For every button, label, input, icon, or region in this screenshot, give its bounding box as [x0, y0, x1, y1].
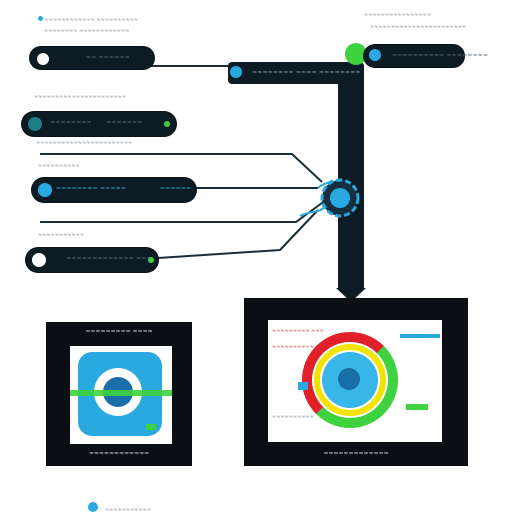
panel-annotation-left-2: ≈≈≈≈≈≈≈≈≈≈	[272, 344, 314, 350]
ring-icon	[32, 253, 46, 267]
pill-node-5[interactable]: ≈≈≈≈≈≈≈≈ ≈≈≈≈≈ ≈≈≈≈≈≈	[32, 178, 196, 202]
pill-label: ≈≈≈≈≈≈≈≈ ≈≈≈≈≈	[56, 185, 127, 192]
footer-label: ≈≈≈≈≈≈≈≈≈≈≈	[105, 507, 152, 513]
blue-band-left	[298, 382, 308, 390]
teal-circle-icon	[28, 117, 42, 131]
tag-icon	[146, 424, 156, 430]
annotation-8: ≈≈≈≈≈≈≈≈≈≈≈	[38, 232, 85, 238]
footer-legend: ≈≈≈≈≈≈≈≈≈≈≈	[88, 496, 152, 515]
status-dot-icon	[148, 257, 154, 263]
annotation-4: ≈≈≈≈≈≈≈≈≈≈≈≈≈≈≈≈≈≈≈≈≈≈≈	[370, 24, 467, 30]
green-band	[70, 390, 172, 396]
left-panel-image	[70, 346, 172, 444]
pill-label: ≈≈≈≈≈≈≈≈≈≈ ≈≈≈≈≈≈≈≈	[392, 52, 489, 59]
hub-wire-1	[299, 205, 327, 217]
left-panel-caption: ≈≈≈≈≈≈≈≈≈≈≈≈	[88, 450, 150, 457]
red-ring-segment	[302, 332, 398, 428]
pill-label: ≈≈≈≈≈≈≈≈	[50, 119, 92, 126]
pill-node-2[interactable]: ≈≈≈≈≈≈≈≈ ≈≈≈≈ ≈≈≈≈≈≈≈≈	[222, 62, 361, 84]
pill-label: ≈≈≈≈≈≈≈≈ ≈≈≈≈ ≈≈≈≈≈≈≈≈	[252, 69, 361, 76]
green-tag	[406, 404, 428, 410]
bullet-icon	[38, 16, 43, 21]
annotation-6: ≈≈≈≈≈≈≈≈≈≈≈≈≈≈≈≈≈≈≈≈≈≈≈	[36, 140, 133, 146]
status-dot-icon	[164, 121, 170, 127]
panel-annotation-left: ≈≈≈≈≈≈≈≈≈ ≈≈≈	[272, 328, 324, 334]
left-panel-title: ≈≈≈≈≈≈≈≈≈ ≈≈≈≈	[85, 328, 153, 335]
annotation-2: ≈≈≈≈≈≈≈≈ ≈≈≈≈≈≈≈≈≈≈≈≈	[44, 28, 130, 34]
yellow-ring	[314, 344, 386, 416]
annotation-1: ≈≈≈≈≈≈≈≈≈≈≈≈ ≈≈≈≈≈≈≈≈≈≈	[38, 16, 138, 24]
blue-band-right	[400, 334, 440, 338]
line-b	[40, 199, 327, 223]
left-panel: ≈≈≈≈≈≈≈≈≈ ≈≈≈≈ ≈≈≈≈≈≈≈≈≈≈≈≈	[46, 322, 192, 466]
annotation-3: ≈≈≈≈≈≈≈≈≈≈≈≈≈≈≈≈	[364, 12, 432, 18]
hexagon-icon	[230, 66, 242, 78]
globe-core-icon	[338, 368, 360, 390]
ring-icon	[36, 52, 50, 66]
pill-node-6[interactable]: ≈≈≈≈≈≈≈≈≈≈≈≈≈ ≈≈≈	[26, 248, 158, 272]
pill-label-2: ≈≈≈≈≈≈	[160, 185, 192, 192]
pill-node-4[interactable]: ≈≈≈≈≈≈≈≈ ≈≈≈≈≈≈≈	[22, 112, 176, 136]
right-panel: ≈≈≈≈≈≈≈≈≈ ≈≈≈ ≈≈≈≈≈≈≈≈≈≈ ≈≈≈≈≈≈≈≈≈≈ ≈≈≈≈…	[244, 298, 468, 466]
blue-circle-icon	[38, 183, 52, 197]
right-panel-caption: ≈≈≈≈≈≈≈≈≈≈≈≈≈	[323, 450, 389, 457]
pill-node-1[interactable]: ≈≈ ≈≈≈≈≈≈	[30, 47, 154, 69]
pill-label: ≈≈ ≈≈≈≈≈≈	[86, 54, 130, 61]
annotation-7: ≈≈≈≈≈≈≈≈≈≈	[38, 163, 80, 169]
trunk-arrow	[336, 288, 366, 302]
top-bar	[228, 62, 364, 84]
hub-core	[330, 188, 350, 208]
green-node	[345, 43, 367, 65]
legend-dot-icon	[88, 501, 98, 512]
annotation-5: ≈≈≈≈≈≈≈≈≈≈≈≈≈≈≈≈≈≈≈≈≈≈	[34, 94, 127, 100]
gem-icon	[369, 49, 381, 61]
panel-annotation-left-3: ≈≈≈≈≈≈≈≈≈≈	[272, 414, 314, 420]
pill-label: ≈≈≈≈≈≈≈≈≈≈≈≈≈ ≈≈≈	[66, 255, 152, 262]
pill-node-3[interactable]: ≈≈≈≈≈≈≈≈≈≈ ≈≈≈≈≈≈≈≈	[364, 45, 488, 67]
line-c	[157, 209, 319, 259]
right-panel-image: ≈≈≈≈≈≈≈≈≈ ≈≈≈ ≈≈≈≈≈≈≈≈≈≈ ≈≈≈≈≈≈≈≈≈≈	[268, 320, 442, 442]
line-a	[40, 153, 323, 183]
hub-wire-2	[317, 179, 333, 189]
pill-label-2: ≈≈≈≈≈≈≈	[106, 119, 143, 126]
